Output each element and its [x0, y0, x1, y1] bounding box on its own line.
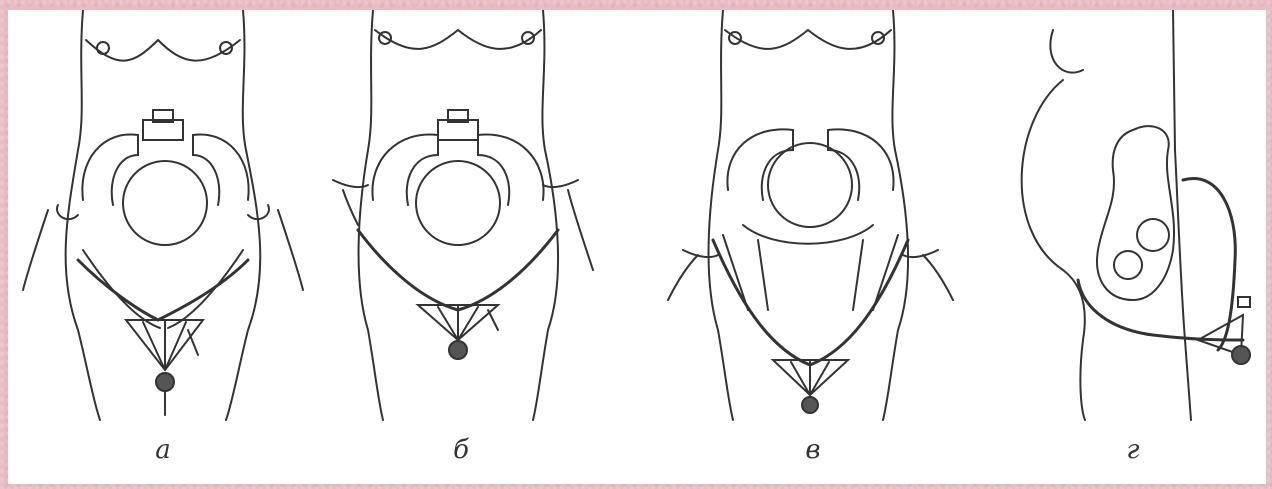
figure-g-drawing	[1003, 10, 1263, 430]
figure-b: б	[313, 10, 623, 430]
figure-g: г	[1003, 10, 1263, 430]
figure-g-label: г	[1103, 435, 1163, 465]
figure-v-drawing	[653, 10, 973, 430]
figure-a-drawing	[8, 10, 318, 430]
figure-v: в	[653, 10, 973, 430]
figure-b-label: б	[431, 435, 491, 465]
figure-b-drawing	[313, 10, 623, 430]
illustration-panel: а б	[8, 10, 1266, 484]
figure-a-label: а	[133, 435, 193, 465]
figure-a: а	[8, 10, 318, 430]
figure-v-label: в	[783, 435, 843, 465]
